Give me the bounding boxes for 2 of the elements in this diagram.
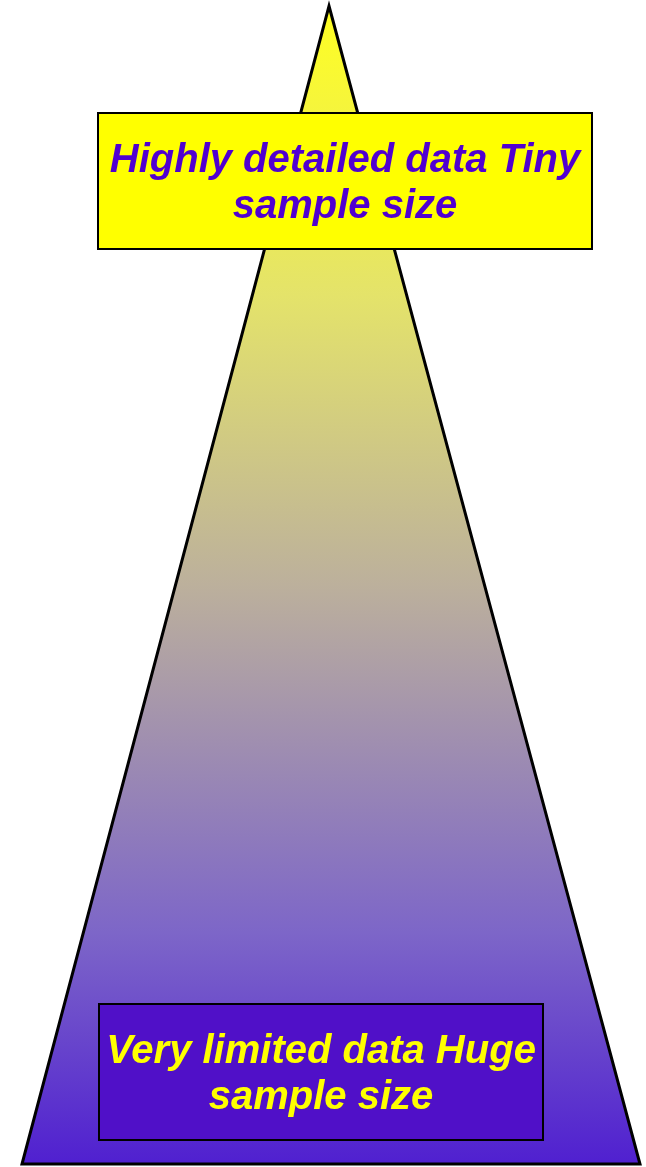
text-box: Very limited data Huge sample size bbox=[98, 1003, 544, 1141]
text-box: Highly detailed data Tiny sample size bbox=[97, 112, 593, 250]
